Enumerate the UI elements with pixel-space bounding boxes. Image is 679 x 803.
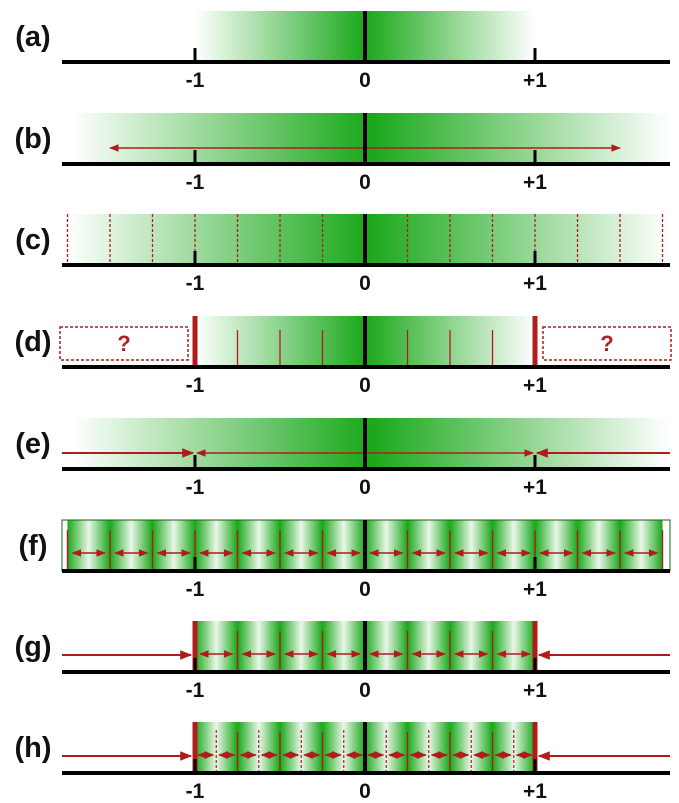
tick-label-plus-one: +1 — [523, 171, 547, 194]
cell — [110, 520, 153, 571]
panel-label-f: (f) — [19, 530, 48, 562]
cell — [492, 621, 535, 672]
cell — [280, 621, 323, 672]
tick-label-minus-one: -1 — [186, 780, 205, 803]
cell — [450, 621, 493, 672]
panel-c: (c) -1 0 +1 — [15, 214, 670, 295]
panel-label-h: (h) — [14, 732, 51, 764]
panel-label-d: (d) — [14, 326, 51, 358]
panel-d: (d)?? -1 0 +1 — [14, 316, 672, 397]
gradient-bar — [72, 418, 670, 469]
cell — [67, 520, 110, 571]
tick-label-plus-one: +1 — [523, 476, 547, 499]
tick-label-zero: 0 — [359, 679, 371, 702]
unknown-box-left — [59, 326, 189, 361]
tick-label-minus-one: -1 — [186, 679, 205, 702]
panel-label-g: (g) — [14, 631, 51, 663]
tick-label-plus-one: +1 — [523, 679, 547, 702]
panel-g: (g) -1 0 +1 — [14, 621, 670, 702]
cell — [237, 520, 280, 571]
cell — [535, 520, 578, 571]
tick-label-plus-one: +1 — [523, 374, 547, 397]
panel-label-a: (a) — [15, 21, 50, 53]
cell — [322, 520, 365, 571]
panel-e: (e) -1 0 +1 — [15, 418, 670, 499]
cell — [365, 520, 408, 571]
unknown-box-left-text: ? — [117, 331, 130, 356]
tick-label-minus-one: -1 — [186, 272, 205, 295]
cell — [195, 520, 238, 571]
tick-label-plus-one: +1 — [523, 272, 547, 295]
cell — [407, 520, 450, 571]
panel-b: (b) -1 0 +1 — [14, 113, 670, 194]
tick-label-zero: 0 — [359, 69, 371, 92]
cell — [237, 621, 280, 672]
cell — [407, 621, 450, 672]
tick-label-minus-one: -1 — [186, 578, 205, 601]
tick-label-zero: 0 — [359, 272, 371, 295]
panel-label-b: (b) — [14, 123, 51, 155]
gradient-bar — [72, 113, 670, 164]
tick-label-plus-one: +1 — [523, 69, 547, 92]
panel-h: (h) -1 0 +1 — [14, 722, 670, 803]
unknown-box-right-text: ? — [600, 331, 613, 356]
tick-label-minus-one: -1 — [186, 476, 205, 499]
tick-label-minus-one: -1 — [186, 69, 205, 92]
panel-a: (a) -1 0 +1 — [15, 11, 670, 92]
tick-label-plus-one: +1 — [523, 578, 547, 601]
panel-label-e: (e) — [15, 428, 50, 460]
cell — [620, 520, 663, 571]
tick-label-minus-one: -1 — [186, 374, 205, 397]
unknown-box-right — [542, 326, 672, 361]
cell — [322, 621, 365, 672]
cell — [450, 520, 493, 571]
panel-f: (f) -1 0 +1 — [19, 519, 671, 601]
cell — [195, 621, 238, 672]
tick-label-zero: 0 — [359, 578, 371, 601]
cell — [365, 621, 408, 672]
cell — [280, 520, 323, 571]
cell — [577, 520, 620, 571]
tick-label-zero: 0 — [359, 171, 371, 194]
panel-label-c: (c) — [15, 224, 50, 256]
tick-label-zero: 0 — [359, 374, 371, 397]
gradient-bar — [67, 214, 670, 265]
cell — [152, 520, 195, 571]
cell — [492, 520, 535, 571]
tick-label-minus-one: -1 — [186, 171, 205, 194]
tick-label-plus-one: +1 — [523, 780, 547, 803]
tick-label-zero: 0 — [359, 780, 371, 803]
tick-label-zero: 0 — [359, 476, 371, 499]
